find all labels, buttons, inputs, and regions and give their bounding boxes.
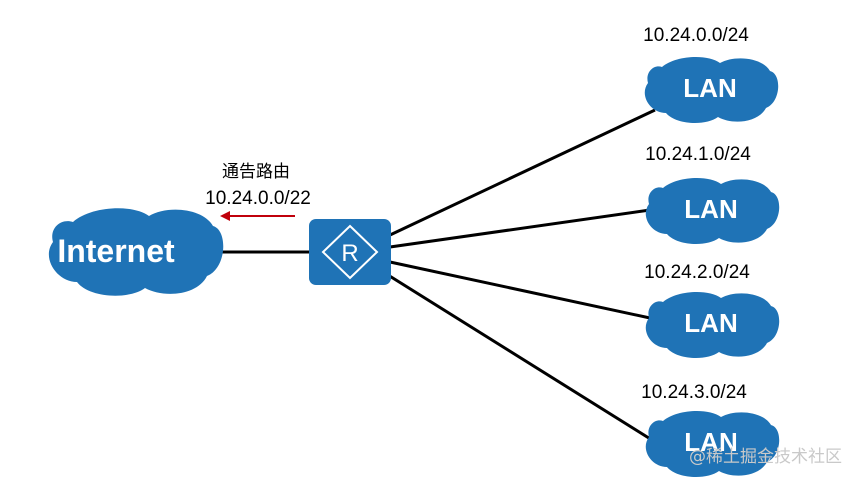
internet-cloud: Internet	[48, 208, 224, 296]
lan-1-cloud: LAN	[644, 57, 779, 123]
lan-3: 10.24.2.0/24 LAN	[644, 262, 780, 358]
links	[212, 108, 656, 442]
internet-cloud-shape	[48, 208, 224, 296]
lan-2-cloud: LAN	[645, 178, 780, 244]
lan-4-cloud: LAN	[645, 411, 780, 477]
lan-4-subnet: 10.24.3.0/24	[641, 382, 747, 403]
lan-4-label: LAN	[684, 427, 737, 457]
router-body	[309, 219, 391, 285]
internet-label: Internet	[57, 233, 175, 269]
watermark: @稀土掘金技术社区	[689, 447, 842, 467]
lan-1-label: LAN	[683, 73, 736, 103]
lan-2-label: LAN	[684, 194, 737, 224]
router-label: R	[341, 240, 358, 267]
lan-3-cloud: LAN	[645, 292, 780, 358]
advert-prefix: 10.24.0.0/22	[205, 188, 311, 209]
link-router-lan-4	[387, 273, 653, 442]
lan-2-cloud-shape	[645, 178, 780, 244]
lan-1-cloud-shape	[644, 57, 779, 123]
lan-1: 10.24.0.0/24 LAN	[643, 25, 779, 123]
lan-4: 10.24.3.0/24 LAN	[641, 382, 780, 477]
lan-3-label: LAN	[684, 308, 737, 338]
link-router-lan-1	[389, 108, 656, 237]
advert-title: 通告路由	[222, 162, 290, 182]
router: R	[309, 219, 391, 285]
lan-3-subnet: 10.24.2.0/24	[644, 262, 750, 283]
link-router-lan-3	[389, 260, 651, 320]
route-advertisement: 通告路由 10.24.0.0/22	[205, 162, 311, 221]
lan-3-cloud-shape	[645, 292, 780, 358]
router-diamond	[321, 224, 379, 280]
link-router-lan-2	[389, 208, 651, 249]
lan-2-subnet: 10.24.1.0/24	[645, 144, 751, 165]
lan-2: 10.24.1.0/24 LAN	[645, 144, 780, 244]
lan-1-subnet: 10.24.0.0/24	[643, 25, 749, 46]
lan-4-cloud-shape	[645, 411, 780, 477]
